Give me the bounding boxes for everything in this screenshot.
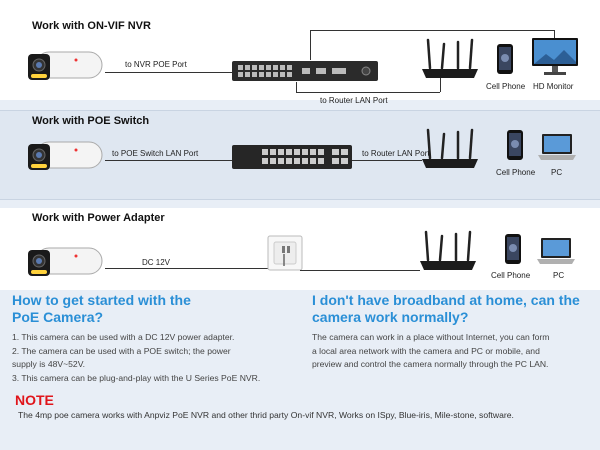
right-heading: I don't have broadband at home, can the … xyxy=(312,292,597,326)
cable xyxy=(296,92,440,93)
label-pc: PC xyxy=(551,168,563,177)
right-body: The camera can work in a place without I… xyxy=(312,331,597,372)
label-pc: PC xyxy=(553,271,565,280)
label-to-nvr: to NVR POE Port xyxy=(125,60,187,69)
cable xyxy=(296,82,297,92)
cell-phone-icon xyxy=(507,130,523,160)
section-adapter-title: Work with Power Adapter xyxy=(32,212,165,224)
label-hd-monitor: HD Monitor xyxy=(533,82,574,91)
monitor-icon xyxy=(532,38,578,75)
cell-phone-icon xyxy=(497,44,513,74)
right-body-line-1: The camera can work in a place without I… xyxy=(312,332,550,342)
laptop-icon xyxy=(537,238,575,264)
label-to-router: to Router LAN Port xyxy=(362,149,430,158)
cable xyxy=(352,160,422,161)
label-dc-12v: DC 12V xyxy=(142,258,171,267)
right-body-line-2: a local area network with the camera and… xyxy=(312,345,540,356)
label-to-router: to Router LAN Port xyxy=(320,96,388,105)
note-text: The 4mp poe camera works with Anpviz PoE… xyxy=(18,410,514,420)
poe-switch-icon xyxy=(232,145,352,169)
cell-phone-icon xyxy=(505,234,521,264)
label-cell-phone: Cell Phone xyxy=(486,82,526,91)
label-cell-phone: Cell Phone xyxy=(496,168,536,177)
cable xyxy=(105,268,270,269)
wall-socket-icon xyxy=(267,235,303,271)
camera-icon xyxy=(28,51,103,80)
cable xyxy=(440,78,441,92)
left-item-3: 3. This camera can be plug-and-play with… xyxy=(12,372,261,383)
left-item-2-cont: supply is 48V~52V. xyxy=(12,359,86,369)
label-cell-phone: Cell Phone xyxy=(491,271,531,280)
label-to-switch: to POE Switch LAN Port xyxy=(112,149,199,158)
section-switch-title: Work with POE Switch xyxy=(32,115,150,127)
cable xyxy=(105,160,233,161)
laptop-icon xyxy=(538,134,576,160)
router-icon xyxy=(422,38,478,78)
nvr-icon xyxy=(232,61,378,81)
left-heading: How to get started with the PoE Camera? xyxy=(12,292,292,326)
left-body: 1. This camera can be used with a DC 12V… xyxy=(12,331,307,385)
cable xyxy=(310,30,311,60)
router-icon xyxy=(422,128,478,168)
note-title: NOTE xyxy=(15,392,54,408)
left-heading-line-2: PoE Camera? xyxy=(12,309,104,325)
camera-icon xyxy=(28,247,103,276)
cable xyxy=(554,30,555,40)
section-nvr-title: Work with ON-VIF NVR xyxy=(32,20,151,32)
left-heading-line-1: How to get started with the xyxy=(12,292,191,308)
camera-icon xyxy=(28,141,103,170)
cable xyxy=(105,72,233,73)
router-icon xyxy=(420,230,476,270)
left-item-1: 1. This camera can be used with a DC 12V… xyxy=(12,332,235,342)
right-heading-line-2: camera work normally? xyxy=(312,309,469,325)
right-heading-line-1: I don't have broadband at home, can the xyxy=(312,292,580,308)
cable xyxy=(300,270,420,271)
cable xyxy=(310,30,554,31)
left-item-2: 2. The camera can be used with a POE swi… xyxy=(12,345,231,356)
right-body-line-3: preview and control the camera normally … xyxy=(312,359,549,369)
